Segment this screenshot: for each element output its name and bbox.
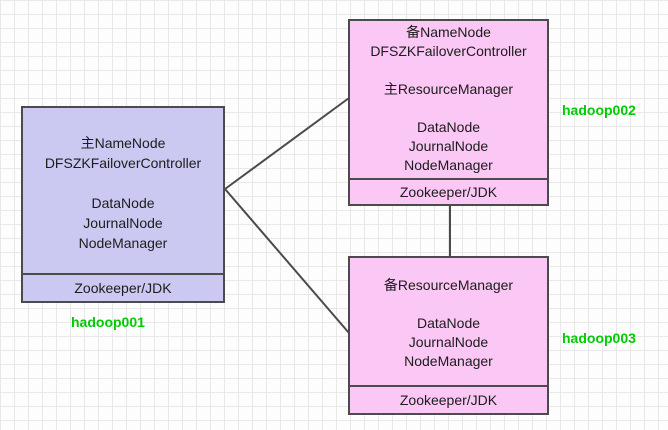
node-hadoop002-footer: Zookeeper/JDK (350, 178, 547, 204)
service-line: JournalNode (83, 215, 163, 231)
service-line: DataNode (416, 315, 481, 331)
service-line: 主ResourceManager (383, 81, 514, 97)
service-line: DFSZKFailoverController (370, 43, 527, 59)
node-hadoop003-footer: Zookeeper/JDK (350, 385, 547, 413)
service-line: JournalNode (408, 138, 489, 154)
service-line (350, 61, 547, 80)
service-line (350, 99, 547, 118)
service-line: JournalNode (408, 334, 489, 350)
service-line: 备ResourceManager (383, 277, 514, 293)
host-label-hadoop003: hadoop003 (562, 330, 636, 346)
service-line: NodeManager (78, 235, 168, 251)
connector-hadoop001-hadoop003 (224, 188, 350, 334)
service-line: DataNode (91, 195, 155, 211)
service-line: DFSZKFailoverController (44, 155, 202, 171)
service-line: NodeManager (404, 353, 493, 369)
service-line (350, 295, 547, 314)
service-line: DataNode (416, 119, 481, 135)
service-line: NodeManager (404, 157, 493, 173)
node-hadoop001-footer: Zookeeper/JDK (23, 273, 223, 301)
host-label-hadoop001: hadoop001 (71, 314, 145, 330)
service-line: 备NameNode (406, 24, 491, 40)
service-line (23, 173, 223, 193)
connector-hadoop001-hadoop002 (224, 97, 350, 190)
service-line: 主NameNode (80, 135, 166, 151)
host-label-hadoop002: hadoop002 (562, 102, 636, 118)
